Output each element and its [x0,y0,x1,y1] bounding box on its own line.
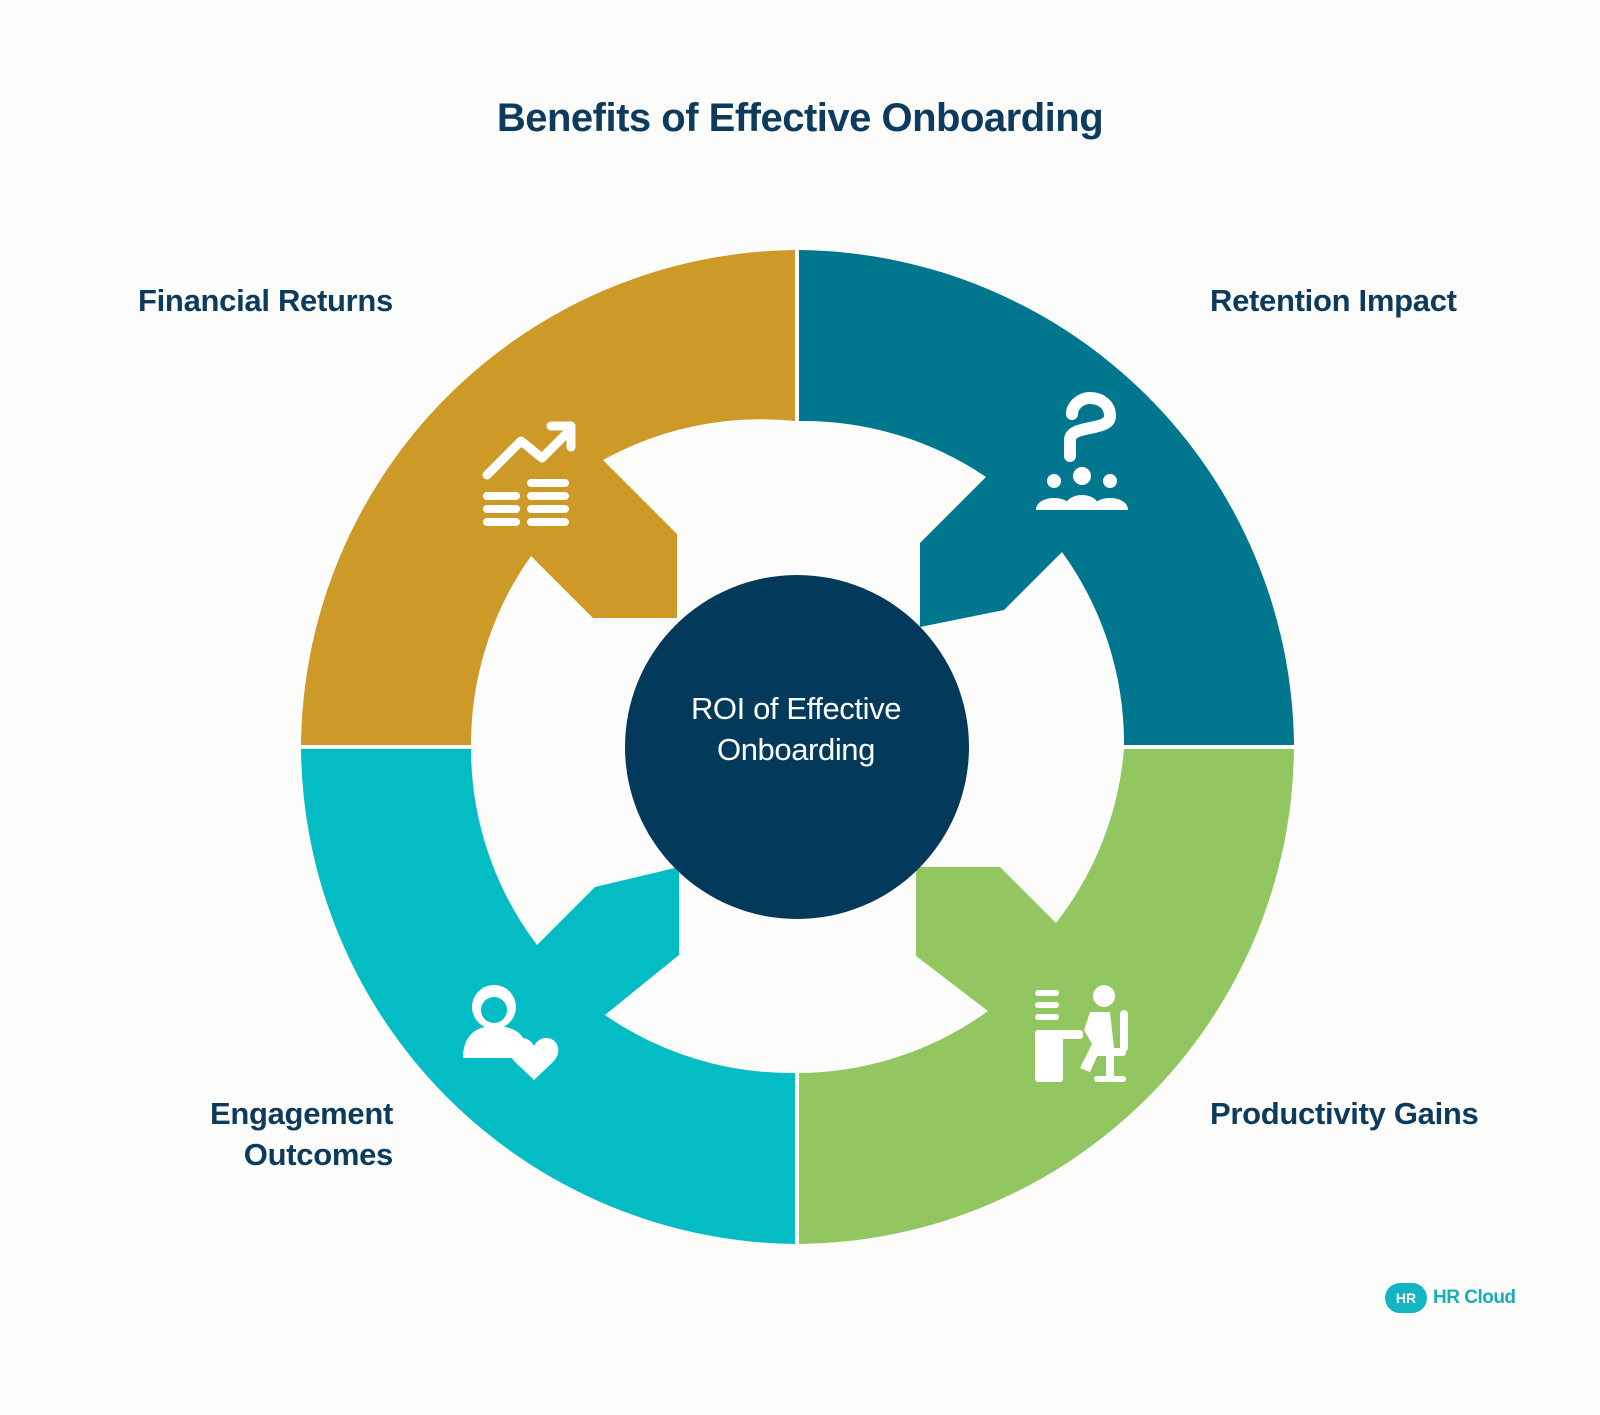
page-title: Benefits of Effective Onboarding [496,96,1104,140]
team-question-icon [1036,391,1128,510]
hr-cloud-wordmark: HR Cloud [1433,1287,1516,1308]
center-label: ROI of Effective Onboarding [626,688,966,770]
label-engagement-line2: Outcomes [243,1137,394,1172]
center-label-line1: ROI of Effective [690,691,902,726]
segment-retention-impact [799,250,1294,745]
hr-cloud-logo: HR HR Cloud [1385,1283,1520,1317]
growth-coins-icon [482,421,576,526]
center-label-line2: Onboarding [716,732,875,767]
person-at-desk-icon [1035,985,1128,1082]
segment-productivity-gains [799,749,1294,1244]
center-circle [625,575,969,919]
segment-engagement-outcomes [301,749,795,1244]
hr-cloud-badge: HR [1385,1283,1427,1313]
label-productivity-gains: Productivity Gains [1210,1096,1479,1131]
label-engagement-outcomes: Engagement Outcomes [100,1093,393,1175]
label-financial-returns: Financial Returns [137,283,393,318]
label-engagement-line1: Engagement [209,1096,393,1131]
person-heart-icon [463,985,559,1080]
label-retention-impact: Retention Impact [1210,283,1457,318]
